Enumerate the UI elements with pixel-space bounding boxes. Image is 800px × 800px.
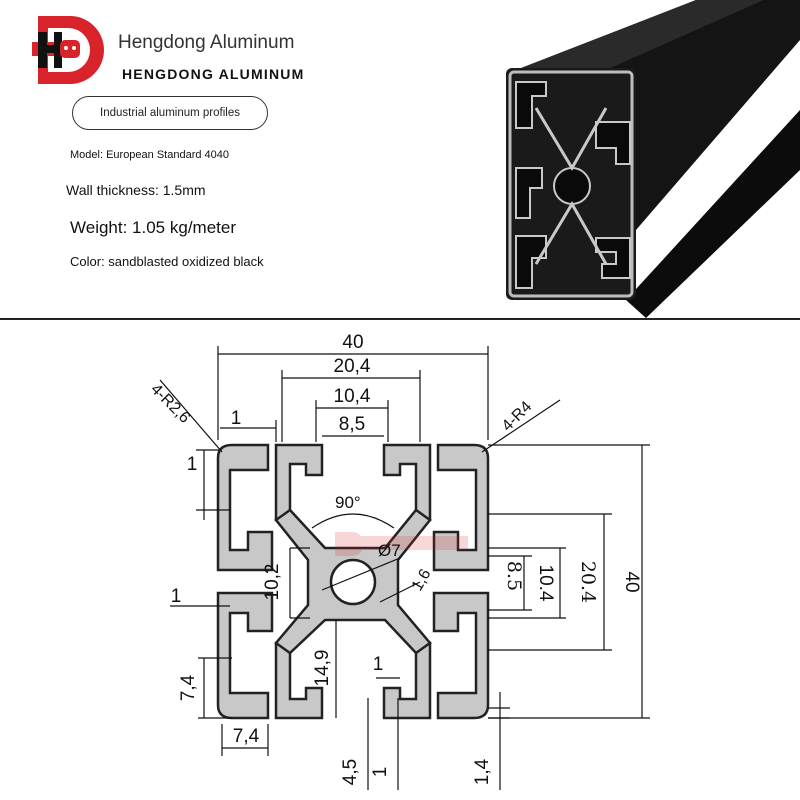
dim-right-204: 20.4 [577, 561, 599, 603]
dim-outer-slot: 20,4 [334, 356, 371, 377]
dim-angle: 90° [335, 493, 361, 512]
dim-bottom-14: 1,4 [472, 758, 493, 785]
brand-name-caps: HENGDONG ALUMINUM [122, 66, 305, 82]
dim-corner-radius-outer: 4-R4 [499, 398, 536, 435]
brand-name: Hengdong Aluminum [118, 32, 295, 53]
spec-weight: Weight: 1.05 kg/meter [70, 218, 236, 237]
dim-pocket-w: 7,4 [233, 726, 260, 747]
dim-bottom-1: 1 [370, 767, 391, 778]
category-pill: Industrial aluminum profiles [72, 96, 268, 130]
section-divider [0, 318, 800, 320]
product-header: Hengdong Aluminum HENGDONG ALUMINUM Indu… [0, 0, 800, 318]
dim-lip-left: 1 [187, 454, 198, 475]
dim-lip-top: 1 [231, 408, 242, 429]
dim-web: 1,6 [409, 566, 435, 594]
cross-section-drawing: 40 20,4 10,4 8,5 1 4-R2,6 4-R4 1 90° Ø7 … [147, 332, 650, 790]
dim-slot-opening: 8,5 [339, 414, 365, 435]
dim-corner-radius-inner: 4-R2,6 [147, 381, 193, 427]
dim-right-104: 10.4 [535, 565, 556, 602]
profile-cross-section [216, 443, 490, 720]
dim-slot-lip: 1 [373, 654, 384, 675]
dim-bore: Ø7 [378, 541, 401, 560]
dim-left-1: 1 [171, 586, 182, 607]
spec-model: Model: European Standard 4040 [70, 149, 230, 161]
dim-right-85: 8.5 [503, 561, 525, 591]
dim-slot-depth: 14,9 [312, 650, 333, 687]
dim-overall-width: 40 [342, 332, 363, 353]
spec-color: Color: sandblasted oxidized black [70, 254, 264, 269]
watermark [335, 532, 468, 556]
dim-right-40: 40 [621, 571, 642, 592]
dim-core: 10,2 [262, 564, 283, 601]
dim-bottom-45: 4,5 [340, 759, 361, 785]
aluminum-profile-photo [506, 0, 800, 318]
dim-pocket-h: 7,4 [178, 674, 199, 701]
spec-wall-thickness: Wall thickness: 1.5mm [66, 182, 206, 198]
hd-logo-icon [32, 16, 104, 84]
dim-inner-slot: 10,4 [334, 386, 371, 407]
